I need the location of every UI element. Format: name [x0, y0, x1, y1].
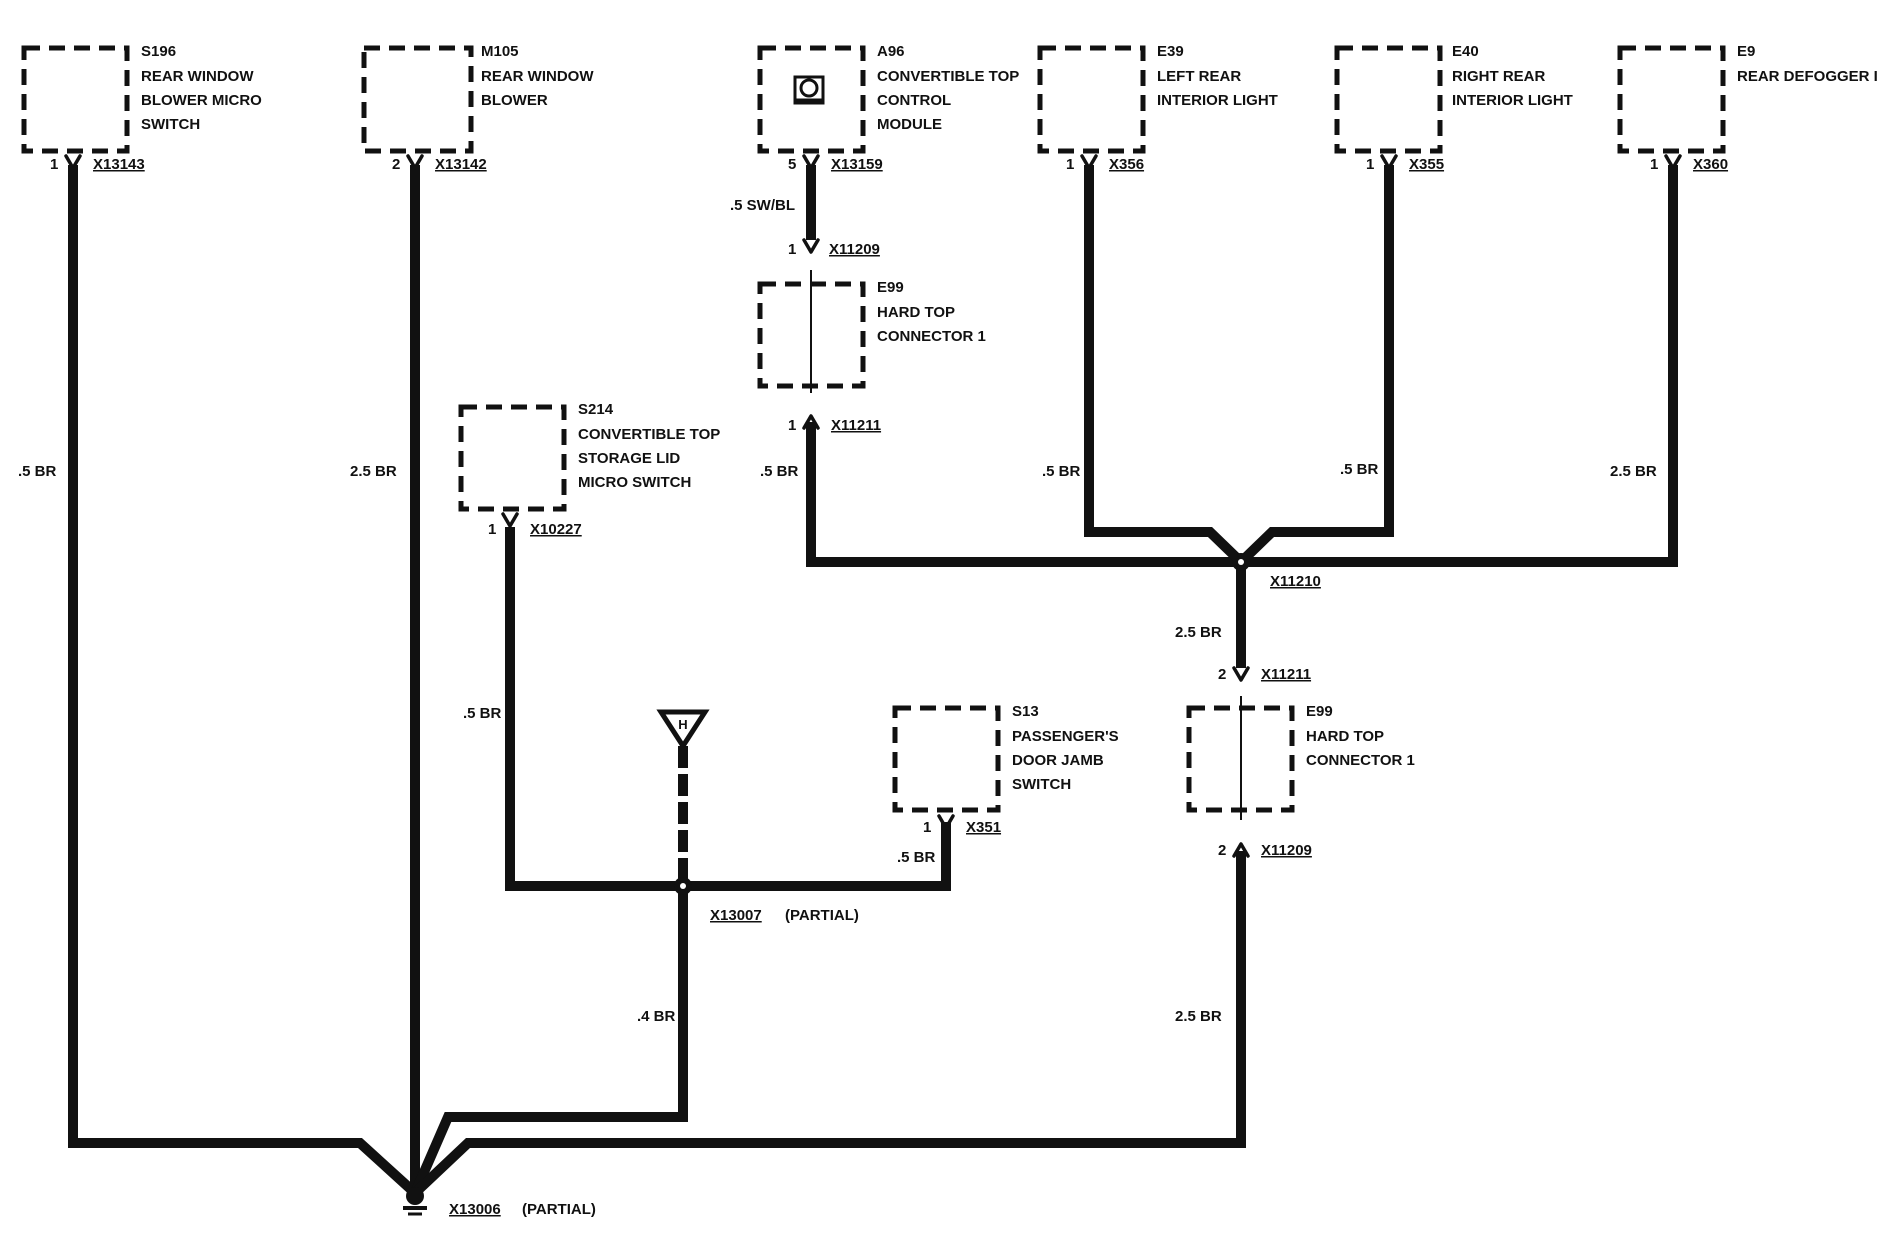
pin-number: 1: [488, 521, 496, 538]
h-letter: H: [678, 717, 687, 732]
connector-id: X360: [1693, 156, 1728, 173]
pin-a96-icon: [802, 154, 820, 170]
connector-id: X11209: [829, 241, 880, 258]
connector-id: X13159: [831, 156, 883, 173]
e99b-box: [1186, 705, 1295, 813]
connector-id: X13142: [435, 156, 487, 173]
pin-number: 1: [788, 241, 796, 258]
wires: [68, 165, 1678, 1197]
connector-id: X351: [966, 819, 1001, 836]
wire-e40-x11210: [1237, 165, 1394, 566]
wire-label: .5 BR: [1340, 461, 1379, 478]
pin-number: 1: [923, 819, 931, 836]
wire-label: .4 BR: [637, 1008, 676, 1025]
pin-e40-icon: [1380, 154, 1398, 170]
component-boxes: [21, 45, 1726, 813]
connector-id: X11209: [1261, 842, 1312, 859]
pin-number: 2: [1218, 842, 1226, 859]
s196-label: S196 REAR WINDOW BLOWER MICRO SWITCH: [141, 43, 266, 133]
pin-s13-icon: [937, 814, 955, 830]
wire-e99b-ground: [411, 851, 1246, 1197]
splice-x13007-note: (PARTIAL): [785, 907, 859, 924]
connector-id: X11211: [1261, 666, 1311, 683]
wire-s13-x13007: [683, 822, 951, 891]
pin-s214-icon: [501, 512, 519, 528]
pin-number: 5: [788, 156, 796, 173]
pin-number: 2: [1218, 666, 1226, 683]
wire-label: .5 BR: [1042, 463, 1081, 480]
wire-h-ground: [410, 886, 688, 1195]
pin-m105-icon: [406, 154, 424, 170]
wire-label: 2.5 BR: [1610, 463, 1657, 480]
e9-box: [1617, 45, 1726, 154]
s196-box: [21, 45, 130, 154]
wire-label: 2.5 BR: [1175, 624, 1222, 641]
connector-id: X11211: [831, 417, 881, 434]
pin-e39-icon: [1080, 154, 1098, 170]
wire-e99a-x11210: [806, 422, 1241, 567]
e9-label: E9 REAR DEFOGGER I: [1737, 43, 1878, 85]
connector-id: X355: [1409, 156, 1444, 173]
connector-id: X10227: [530, 521, 582, 538]
pin-e99b-bottom-icon: [1232, 842, 1250, 858]
wire-label: .5 BR: [760, 463, 799, 480]
m105-label: M105 REAR WINDOW BLOWER: [481, 43, 598, 109]
ground-note: (PARTIAL): [522, 1201, 596, 1218]
splice-x11210-center: [1238, 559, 1244, 565]
pin-s196-icon: [64, 154, 82, 170]
e99a-box: [757, 281, 866, 389]
pin-e99b-top-icon: [1232, 666, 1250, 682]
wire-label: .5 SW/BL: [730, 197, 795, 214]
wire-label: .5 BR: [18, 463, 57, 480]
e40-label: E40 RIGHT REAR INTERIOR LIGHT: [1452, 43, 1573, 109]
e39-box: [1037, 45, 1146, 154]
pin-e99a-top-icon: [802, 238, 820, 254]
wire-e9-x11210: [1241, 165, 1678, 567]
s13-box: [892, 705, 1001, 813]
wire-s214-x13007: [505, 527, 683, 891]
pin-number: 1: [1066, 156, 1074, 173]
ground-icon: [403, 1187, 427, 1216]
s13-label: S13 PASSENGER'S DOOR JAMB SWITCH: [1012, 703, 1123, 793]
e39-label: E39 LEFT REAR INTERIOR LIGHT: [1157, 43, 1278, 109]
wire-label: 2.5 BR: [350, 463, 397, 480]
connector-id: X13143: [93, 156, 145, 173]
s214-box: [458, 404, 567, 512]
m105-box: [361, 45, 474, 154]
wire-labels: .5 BR 2.5 BR .5 SW/BL .5 BR .5 BR .5 BR …: [18, 197, 1657, 1025]
a96-box: [757, 45, 866, 154]
e40-box: [1334, 45, 1443, 154]
splice-labels: X11210 X13007 (PARTIAL) X13006 (PARTIAL): [449, 573, 1321, 1218]
pin-labels: 1 X13143 2 X13142 5 X13159 1 X356 1 X355…: [50, 156, 1728, 859]
wire-s196-ground: [68, 165, 419, 1197]
pin-e99a-bottom-icon: [802, 414, 820, 430]
wire-label: .5 BR: [897, 849, 936, 866]
e99a-label: E99 HARD TOP CONNECTOR 1: [877, 279, 986, 345]
pin-e9-icon: [1664, 154, 1682, 170]
module-symbol-icon: [793, 75, 825, 105]
splice-x11210-label: X11210: [1270, 573, 1321, 590]
h-connector-icon: H: [656, 709, 710, 751]
pin-number: 1: [50, 156, 58, 173]
pin-number: 2: [392, 156, 400, 173]
connector-id: X356: [1109, 156, 1144, 173]
splice-x13007-center: [680, 883, 686, 889]
ground-label: X13006: [449, 1201, 501, 1218]
component-labels: S196 REAR WINDOW BLOWER MICRO SWITCH M10…: [141, 43, 1878, 793]
pin-number: 1: [788, 417, 796, 434]
wire-e39-x11210: [1084, 165, 1245, 566]
pin-number: 1: [1366, 156, 1374, 173]
wire-label: 2.5 BR: [1175, 1008, 1222, 1025]
splice-x13007-label: X13007: [710, 907, 762, 924]
pin-number: 1: [1650, 156, 1658, 173]
e99b-label: E99 HARD TOP CONNECTOR 1: [1306, 703, 1415, 769]
wire-label: .5 BR: [463, 705, 502, 722]
s214-label: S214 CONVERTIBLE TOP STORAGE LID MICRO S…: [578, 401, 724, 491]
connector-pins: [64, 154, 1682, 858]
a96-label: A96 CONVERTIBLE TOP CONTROL MODULE: [877, 43, 1023, 133]
